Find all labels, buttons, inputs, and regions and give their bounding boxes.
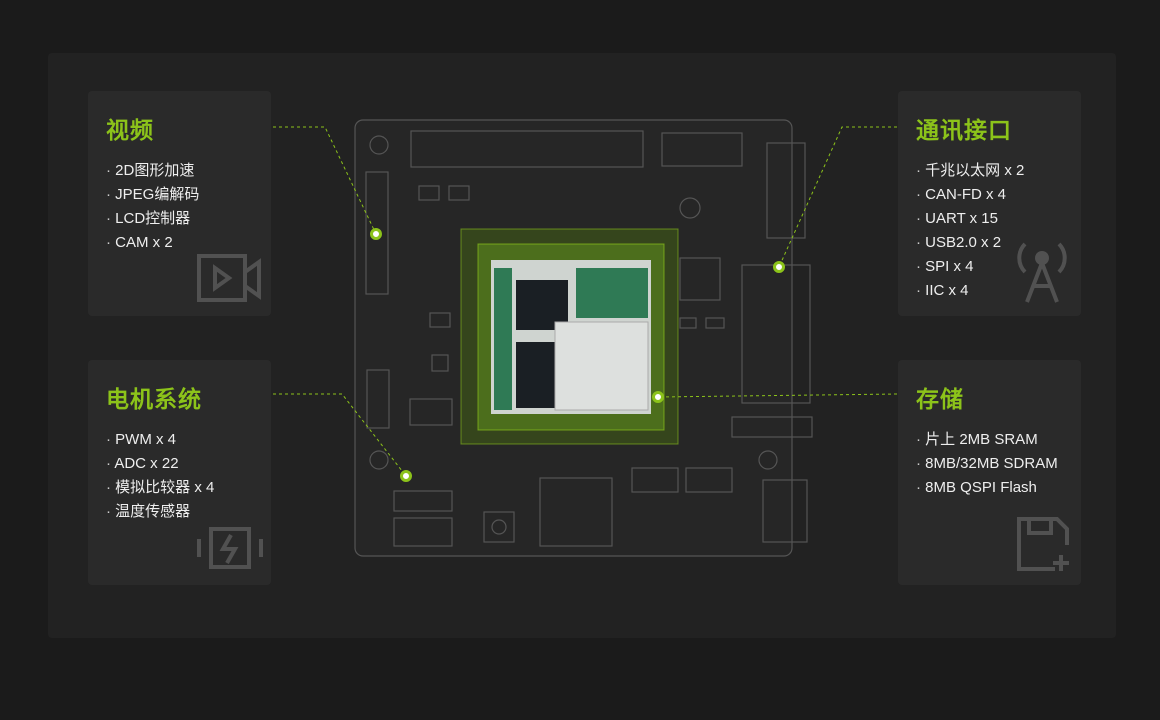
core-module xyxy=(460,228,679,445)
list-item: 8MB/32MB SDRAM xyxy=(916,452,1063,476)
storage-card: 存储 片上 2MB SRAM 8MB/32MB SDRAM 8MB QSPI F… xyxy=(898,360,1081,585)
list-item: 片上 2MB SRAM xyxy=(916,428,1063,452)
connector-dots xyxy=(370,228,785,482)
list-item: CAM x 2 xyxy=(106,231,253,255)
list-item: CAN-FD x 4 xyxy=(916,183,1063,207)
floppy-disk-add-icon xyxy=(1017,517,1069,571)
list-item: UART x 15 xyxy=(916,207,1063,231)
list-item: ADC x 22 xyxy=(106,452,253,476)
signal-tower-icon xyxy=(1017,242,1067,303)
list-item: LCD控制器 xyxy=(106,207,253,231)
list-item: 2D图形加速 xyxy=(106,159,253,183)
list-item: USB2.0 x 2 xyxy=(916,231,1063,255)
video-card: 视频 2D图形加速 JPEG编解码 LCD控制器 CAM x 2 xyxy=(88,91,271,316)
connector-lines xyxy=(273,126,898,477)
list-item: IIC x 4 xyxy=(916,279,1063,303)
comm-card: 通讯接口 千兆以太网 x 2 CAN-FD x 4 UART x 15 USB2… xyxy=(898,91,1081,316)
card-title: 视频 xyxy=(106,117,154,143)
battery-charging-icon xyxy=(197,527,263,569)
card-title: 通讯接口 xyxy=(916,117,1012,143)
list-item: JPEG编解码 xyxy=(106,183,253,207)
list-item: 8MB QSPI Flash xyxy=(916,476,1063,500)
card-title: 存储 xyxy=(916,386,964,412)
list-item: SPI x 4 xyxy=(916,255,1063,279)
card-title: 电机系统 xyxy=(106,386,202,412)
list-item: 模拟比较器 x 4 xyxy=(106,476,253,500)
video-camera-icon xyxy=(197,254,261,302)
motor-card: 电机系统 PWM x 4 ADC x 22 模拟比较器 x 4 温度传感器 xyxy=(88,360,271,585)
list-item: PWM x 4 xyxy=(106,428,253,452)
list-item: 温度传感器 xyxy=(106,500,253,524)
list-item: 千兆以太网 x 2 xyxy=(916,159,1063,183)
